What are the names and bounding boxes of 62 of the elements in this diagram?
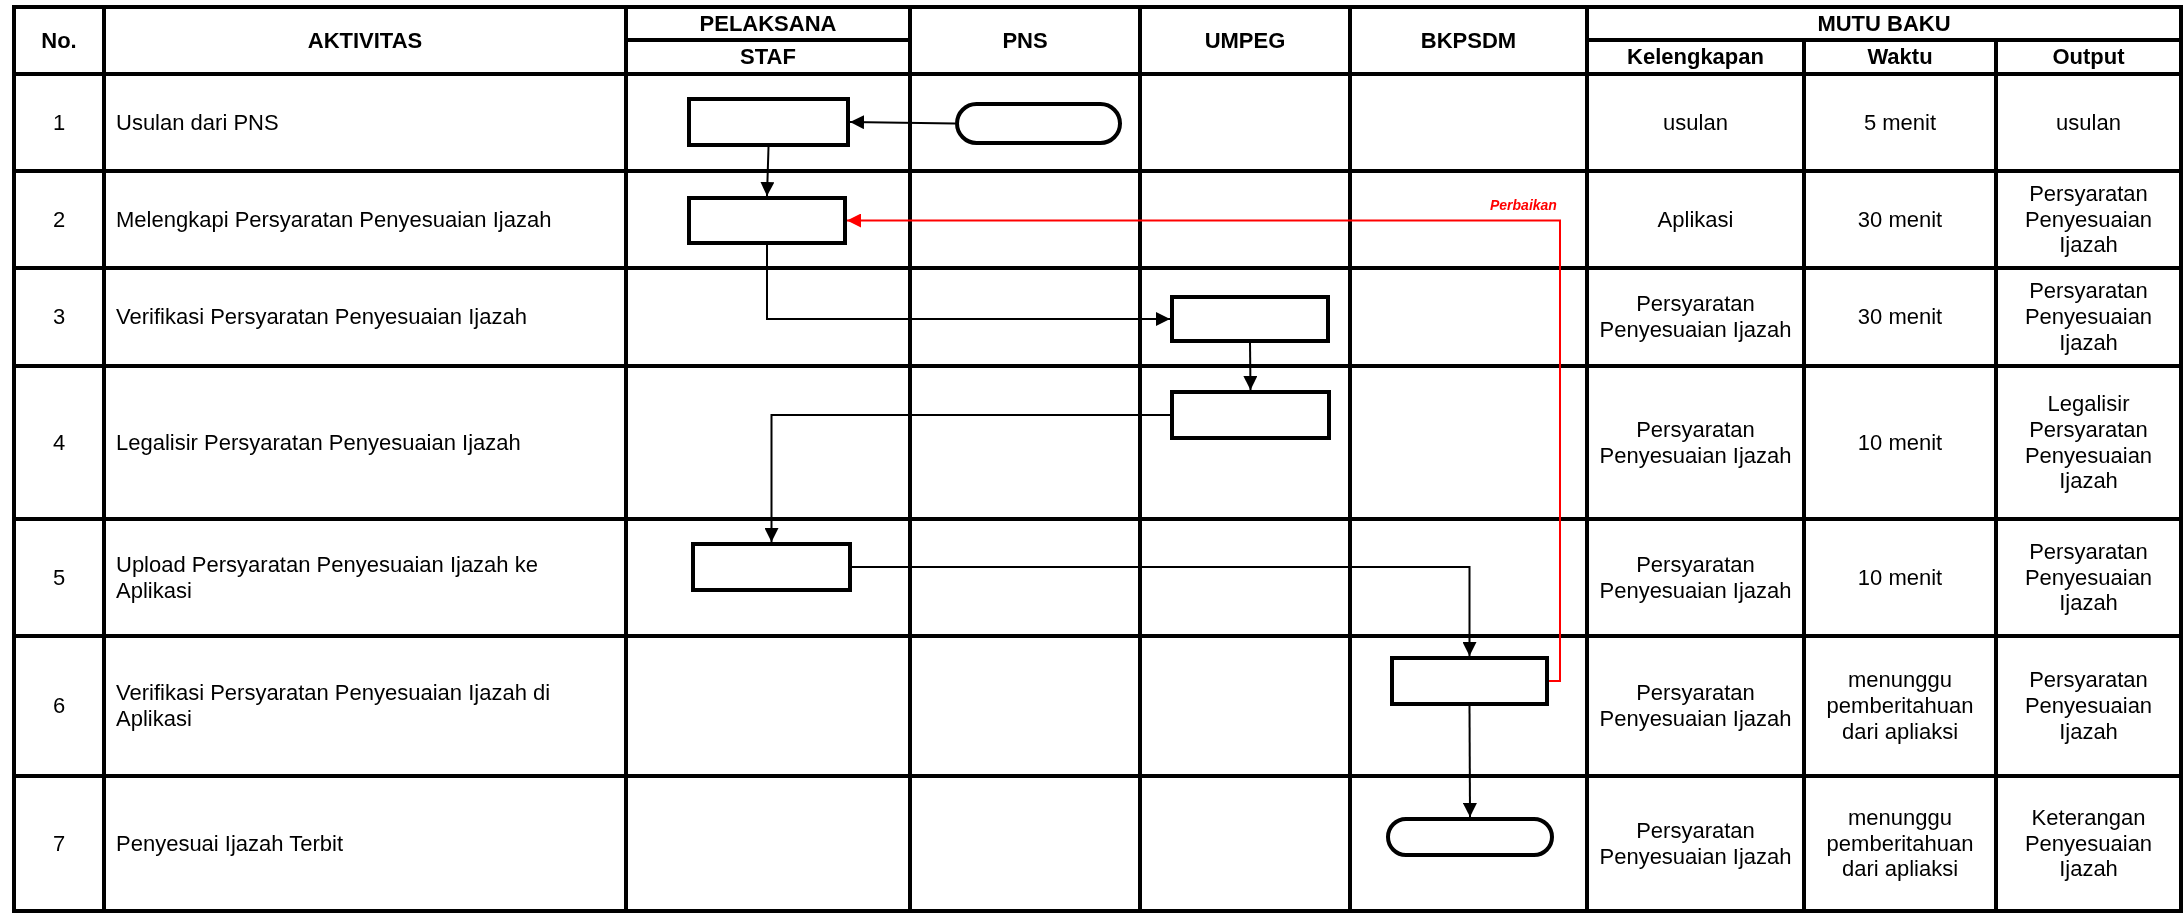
- table-cell-text: menunggu pemberitahuan dari apliaksi: [1825, 667, 1975, 745]
- table-cell-text: Legalisir Persyaratan Penyesuaian Ijazah: [2023, 390, 2154, 495]
- table-cell-text: Persyaratan Penyesuaian Ijazah: [2023, 278, 2154, 356]
- table-cell-text: Persyaratan Penyesuaian Ijazah: [1598, 416, 1793, 469]
- column-header: AKTIVITAS: [307, 27, 423, 54]
- table-cell-text: Persyaratan Penyesuaian Ijazah: [2023, 538, 2154, 617]
- process-box: [687, 196, 847, 245]
- arrow: [766, 244, 1171, 326]
- column-header: PELAKSANA: [699, 10, 837, 37]
- column-header: No.: [41, 27, 77, 54]
- arrow: [849, 115, 956, 130]
- column-header: MUTU BAKU: [1817, 10, 1951, 37]
- table-cell-text: Persyaratan Penyesuaian Ijazah: [1598, 551, 1793, 604]
- table-cell-text: Penyesuai Ijazah Terbit: [116, 830, 344, 857]
- table-cell-text: 5 menit: [1863, 109, 1937, 136]
- table-cell-text: Legalisir Persyaratan Penyesuaian Ijazah: [116, 429, 521, 456]
- table-cell-text: Aplikasi: [1657, 206, 1734, 233]
- arrow: [846, 213, 1561, 682]
- column-header: Output: [2052, 44, 2125, 70]
- table-cell-text: 4: [52, 429, 66, 456]
- table-cell-text: Verifikasi Persyaratan Penyesuaian Ijazah di Aplikasi: [116, 680, 552, 732]
- column-header: BKPSDM: [1420, 27, 1517, 54]
- table-cell-text: Keterangan Penyesuaian Ijazah: [2023, 804, 2154, 883]
- table-cell-text: 1: [52, 109, 66, 136]
- table-cell-text: menunggu pemberitahuan dari apliaksi: [1825, 804, 1975, 883]
- process-box: [1170, 295, 1330, 343]
- table-cell-text: Persyaratan Penyesuaian Ijazah: [1598, 291, 1793, 343]
- table-cell-text: usulan: [2056, 109, 2121, 136]
- table-cell-text: Usulan dari PNS: [116, 109, 279, 136]
- table-cell-text: 3: [52, 304, 66, 330]
- process-box: [691, 542, 852, 592]
- table-cell-text: Upload Persyaratan Penyesuaian Ijazah ke Aplikasi: [116, 551, 539, 604]
- column-header: Waktu: [1867, 44, 1933, 70]
- terminator-shape: [1386, 817, 1554, 857]
- table-cell-text: 2: [52, 206, 66, 233]
- table-cell-text: 10 menit: [1857, 564, 1943, 591]
- arrow: [764, 414, 1171, 543]
- table-cell-text: 30 menit: [1857, 304, 1943, 330]
- table-cell-text: Persyaratan Penyesuaian Ijazah: [2023, 180, 2154, 259]
- process-box: [1390, 656, 1549, 706]
- arrow: [851, 566, 1477, 657]
- arrow: [1462, 705, 1477, 818]
- arrow: [1243, 342, 1258, 391]
- table-cell-text: usulan: [1663, 109, 1728, 136]
- terminator-shape: [955, 102, 1122, 145]
- arrow: [760, 146, 775, 197]
- table-cell-text: 6: [52, 693, 66, 719]
- column-header: UMPEG: [1204, 27, 1286, 54]
- process-box: [1170, 390, 1331, 440]
- table-cell-text: 7: [52, 830, 66, 857]
- table-cell-text: 30 menit: [1857, 206, 1943, 233]
- column-header: PNS: [1002, 27, 1048, 54]
- table-cell-text: Verifikasi Persyaratan Penyesuaian Ijazah: [116, 304, 527, 330]
- process-box: [687, 97, 850, 147]
- column-header: STAF: [740, 44, 796, 70]
- column-header: Kelengkapan: [1627, 44, 1764, 70]
- table-cell-text: Melengkapi Persyaratan Penyesuaian Ijazah: [116, 206, 552, 233]
- table-cell-text: Persyaratan Penyesuaian Ijazah: [2023, 667, 2154, 745]
- table-cell-text: 5: [52, 564, 66, 591]
- table-cell-text: Persyaratan Penyesuaian Ijazah: [1598, 680, 1793, 732]
- table-cell-text: 10 menit: [1857, 429, 1943, 456]
- table-cell-text: Persyaratan Penyesuaian Ijazah: [1598, 817, 1793, 870]
